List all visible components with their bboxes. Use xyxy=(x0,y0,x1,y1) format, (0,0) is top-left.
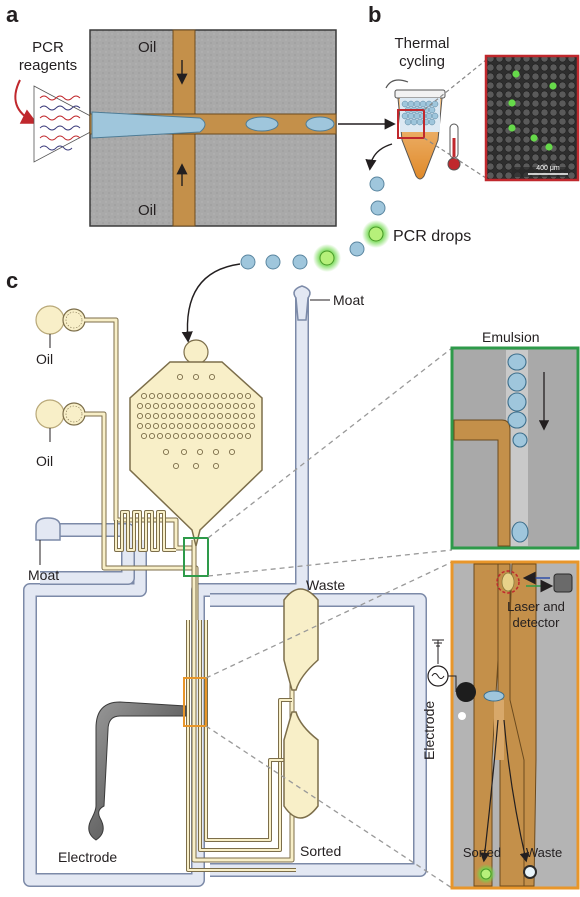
oil-inlet-bottom-label: Oil xyxy=(36,453,53,469)
pcr-tube xyxy=(385,79,446,180)
inset-sorted-label: Sorted xyxy=(463,845,501,860)
electrode xyxy=(88,701,187,841)
moat-reservoirs xyxy=(35,285,311,541)
laser-label-line1: Laser and xyxy=(507,599,565,614)
reinjection-reservoir xyxy=(129,339,263,547)
sorter-focus-box xyxy=(183,677,207,727)
oil-inlet-bottom xyxy=(35,399,86,442)
panel-label-c: c xyxy=(6,268,18,293)
sorter-inset xyxy=(450,560,580,890)
droplet-emulsion-micrograph xyxy=(484,54,580,182)
moat-right-label: Moat xyxy=(333,292,364,308)
zoom-line-green-top xyxy=(207,347,453,539)
zoom-line-bottom xyxy=(423,137,487,179)
drops-out-arrow xyxy=(365,143,393,171)
droplet-generator-micrograph xyxy=(89,29,337,227)
electrode-vertical-label: Electrode xyxy=(421,701,437,760)
thermal-label-line2: cycling xyxy=(399,53,445,70)
thermal-label-line1: Thermal xyxy=(394,35,449,52)
zoom-line-top xyxy=(423,59,487,111)
moat-left-label: Moat xyxy=(28,567,59,583)
panel-label-a: a xyxy=(6,2,19,27)
thermometer-icon xyxy=(447,123,461,171)
sorted-reservoir xyxy=(283,711,319,819)
zoom-line-orange-top xyxy=(205,561,453,679)
waste-label: Waste xyxy=(306,577,345,593)
ac-source-icon xyxy=(427,639,457,692)
moat-channel xyxy=(23,296,427,887)
pcr-drops-label: PCR drops xyxy=(393,228,471,245)
scale-bar-label: 400 μm xyxy=(536,165,560,172)
panel-label-b: b xyxy=(368,2,381,27)
zoom-line-green-bottom xyxy=(207,549,453,577)
laser-label-line2: detector xyxy=(513,615,561,630)
pcr-drops-trail xyxy=(240,176,390,272)
waste-reservoir xyxy=(283,588,319,691)
reagents-label-line2: reagents xyxy=(19,57,77,74)
oil-label-bottom: Oil xyxy=(138,202,156,219)
reagents-label-line1: PCR xyxy=(32,39,64,56)
oil-label-top: Oil xyxy=(138,39,156,56)
electrode-label: Electrode xyxy=(58,849,117,865)
oil-inlet-top-label: Oil xyxy=(36,351,53,367)
reagent-cone xyxy=(33,85,99,163)
emulsion-inset xyxy=(450,346,580,550)
sorted-label: Sorted xyxy=(300,843,341,859)
emulsion-focus-box xyxy=(183,537,209,577)
reagents-arrow xyxy=(14,79,38,124)
oil-inlet-top xyxy=(35,305,86,348)
emulsion-label: Emulsion xyxy=(482,329,540,345)
inset-waste-label: Waste xyxy=(526,845,562,860)
reinject-arrow xyxy=(181,263,241,343)
zoom-line-orange-bottom xyxy=(205,725,453,889)
